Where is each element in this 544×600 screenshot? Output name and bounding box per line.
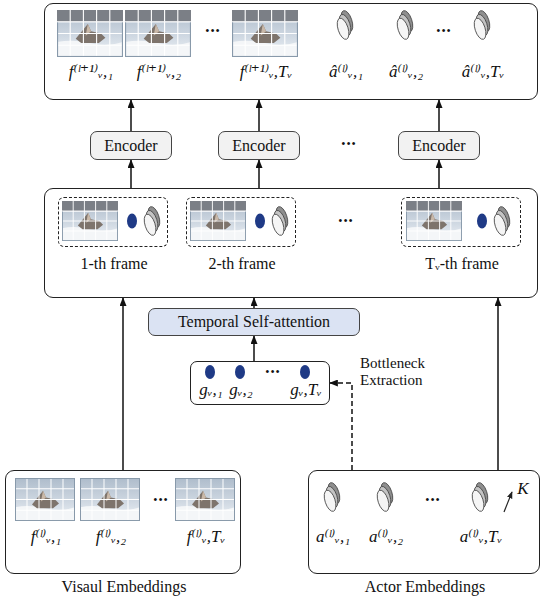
- math-label: a⁽ˡ⁾ᵥ,₁: [316, 527, 350, 547]
- caption-label: Actor Embeddings: [365, 577, 485, 596]
- ellipsis: •••: [338, 214, 354, 228]
- bottleneck-token: [235, 365, 245, 379]
- ellipsis: •••: [205, 24, 221, 38]
- frame-thumbnail: [232, 10, 298, 57]
- ellipsis: •••: [425, 493, 441, 507]
- box-label: Encoder: [232, 136, 285, 155]
- actor-icon: [393, 9, 417, 41]
- actor-icon: [373, 481, 397, 513]
- connector-arrow: [122, 298, 124, 470]
- caption-label: Visaul Embeddings: [62, 577, 187, 596]
- frame-thumbnail: [406, 201, 462, 241]
- connector-arrow: [130, 160, 132, 188]
- encoder-box: Encoder: [218, 131, 300, 160]
- k-arrow: [504, 492, 512, 512]
- attention-box: Temporal Self-attention: [148, 308, 360, 336]
- bottleneck-token: [255, 214, 265, 229]
- connector-arrow: [438, 160, 440, 188]
- math-label: f⁽ˡ⁾ᵥ,Tᵥ: [187, 527, 226, 547]
- ellipsis: •••: [341, 137, 357, 151]
- connector-arrow: [438, 100, 440, 131]
- frame-thumbnail: [57, 10, 123, 57]
- frame-thumbnail: [62, 201, 118, 241]
- connector-arrow: [253, 336, 255, 361]
- actor-icon: [490, 205, 514, 237]
- frame-thumbnail: [15, 478, 75, 521]
- actor-icon: [320, 481, 344, 513]
- encoder-box: Encoder: [398, 131, 480, 160]
- actor-icon: [468, 481, 492, 513]
- bottleneck-token: [127, 214, 137, 229]
- frame-thumbnail: [175, 478, 235, 521]
- math-label: gᵥ,₁: [199, 380, 222, 400]
- frame-group: 2-th frame: [186, 197, 296, 247]
- connector-arrow: [258, 160, 260, 188]
- math-label: â⁽ˡ⁾ᵥ,₂: [389, 62, 423, 82]
- math-label: K: [517, 479, 528, 499]
- box-label: Temporal Self-attention: [178, 312, 330, 331]
- connector-arrow: [330, 383, 352, 470]
- frame-thumbnail: [80, 478, 140, 521]
- math-label: f⁽ˡ⁺¹⁾ᵥ,₁: [69, 62, 113, 82]
- actor-icon: [470, 9, 494, 41]
- input-panel: •••1-th frame2-th frameTᵥ-th frame: [44, 188, 538, 298]
- ellipsis: •••: [265, 365, 281, 379]
- frame-thumbnail: [125, 10, 191, 57]
- connector-arrow: [258, 100, 260, 131]
- frame-thumbnail: [190, 201, 246, 241]
- bottleneck-token: [300, 365, 310, 379]
- visual-embeddings: f⁽ˡ⁾ᵥ,₁f⁽ˡ⁾ᵥ,₂•••f⁽ˡ⁾ᵥ,TᵥVisaul Embeddin…: [5, 470, 241, 574]
- box-label: Encoder: [104, 136, 157, 155]
- bottleneck-box: gᵥ,₁ gᵥ,₂ ••• gᵥ,Tᵥ: [190, 361, 330, 405]
- bottleneck-token: [477, 214, 487, 229]
- frame-group: Tᵥ-th frame: [401, 197, 521, 247]
- actor-icon: [140, 205, 164, 237]
- actor-icon: [333, 9, 357, 41]
- math-label: f⁽ˡ⁾ᵥ,₁: [31, 527, 61, 547]
- output-panel: f⁽ˡ⁺¹⁾ᵥ,₁ f⁽ˡ⁺¹⁾ᵥ,₂ ••• f⁽ˡ⁺¹⁾ᵥ,Tᵥ â⁽ˡ⁾ᵥ,₁ â⁽…: [44, 3, 538, 100]
- ellipsis: •••: [153, 493, 169, 507]
- math-label: f⁽ˡ⁺¹⁾ᵥ,Tᵥ: [240, 62, 293, 82]
- bottleneck-token: [205, 365, 215, 379]
- ellipsis: •••: [436, 24, 452, 38]
- caption-label: 1-th frame: [80, 254, 147, 273]
- math-label: â⁽ˡ⁾ᵥ,Tᵥ: [462, 62, 504, 82]
- caption-label: 2-th frame: [208, 254, 275, 273]
- connector-arrow: [497, 298, 499, 470]
- actor-embeddings: a⁽ˡ⁾ᵥ,₁a⁽ˡ⁾ᵥ,₂•••a⁽ˡ⁾ᵥ,TᵥKActor Embeddin…: [308, 470, 540, 574]
- frame-group: 1-th frame: [58, 197, 168, 247]
- connector-arrow: [253, 298, 255, 308]
- box-label: Encoder: [412, 136, 465, 155]
- actor-icon: [268, 205, 292, 237]
- math-label: a⁽ˡ⁾ᵥ,Tᵥ: [460, 527, 502, 547]
- math-label: a⁽ˡ⁾ᵥ,₂: [369, 527, 403, 547]
- math-label: f⁽ˡ⁺¹⁾ᵥ,₂: [137, 62, 181, 82]
- math-label: gᵥ,₂: [229, 380, 252, 400]
- math-label: gᵥ,Tᵥ: [290, 380, 322, 400]
- edge-label: Bottleneck Extraction: [360, 355, 434, 390]
- math-label: f⁽ˡ⁾ᵥ,₂: [96, 527, 126, 547]
- math-label: â⁽ˡ⁾ᵥ,₁: [329, 62, 363, 82]
- caption-label: Tᵥ-th frame: [425, 254, 499, 273]
- connector-arrow: [130, 100, 132, 131]
- encoder-box: Encoder: [90, 131, 172, 160]
